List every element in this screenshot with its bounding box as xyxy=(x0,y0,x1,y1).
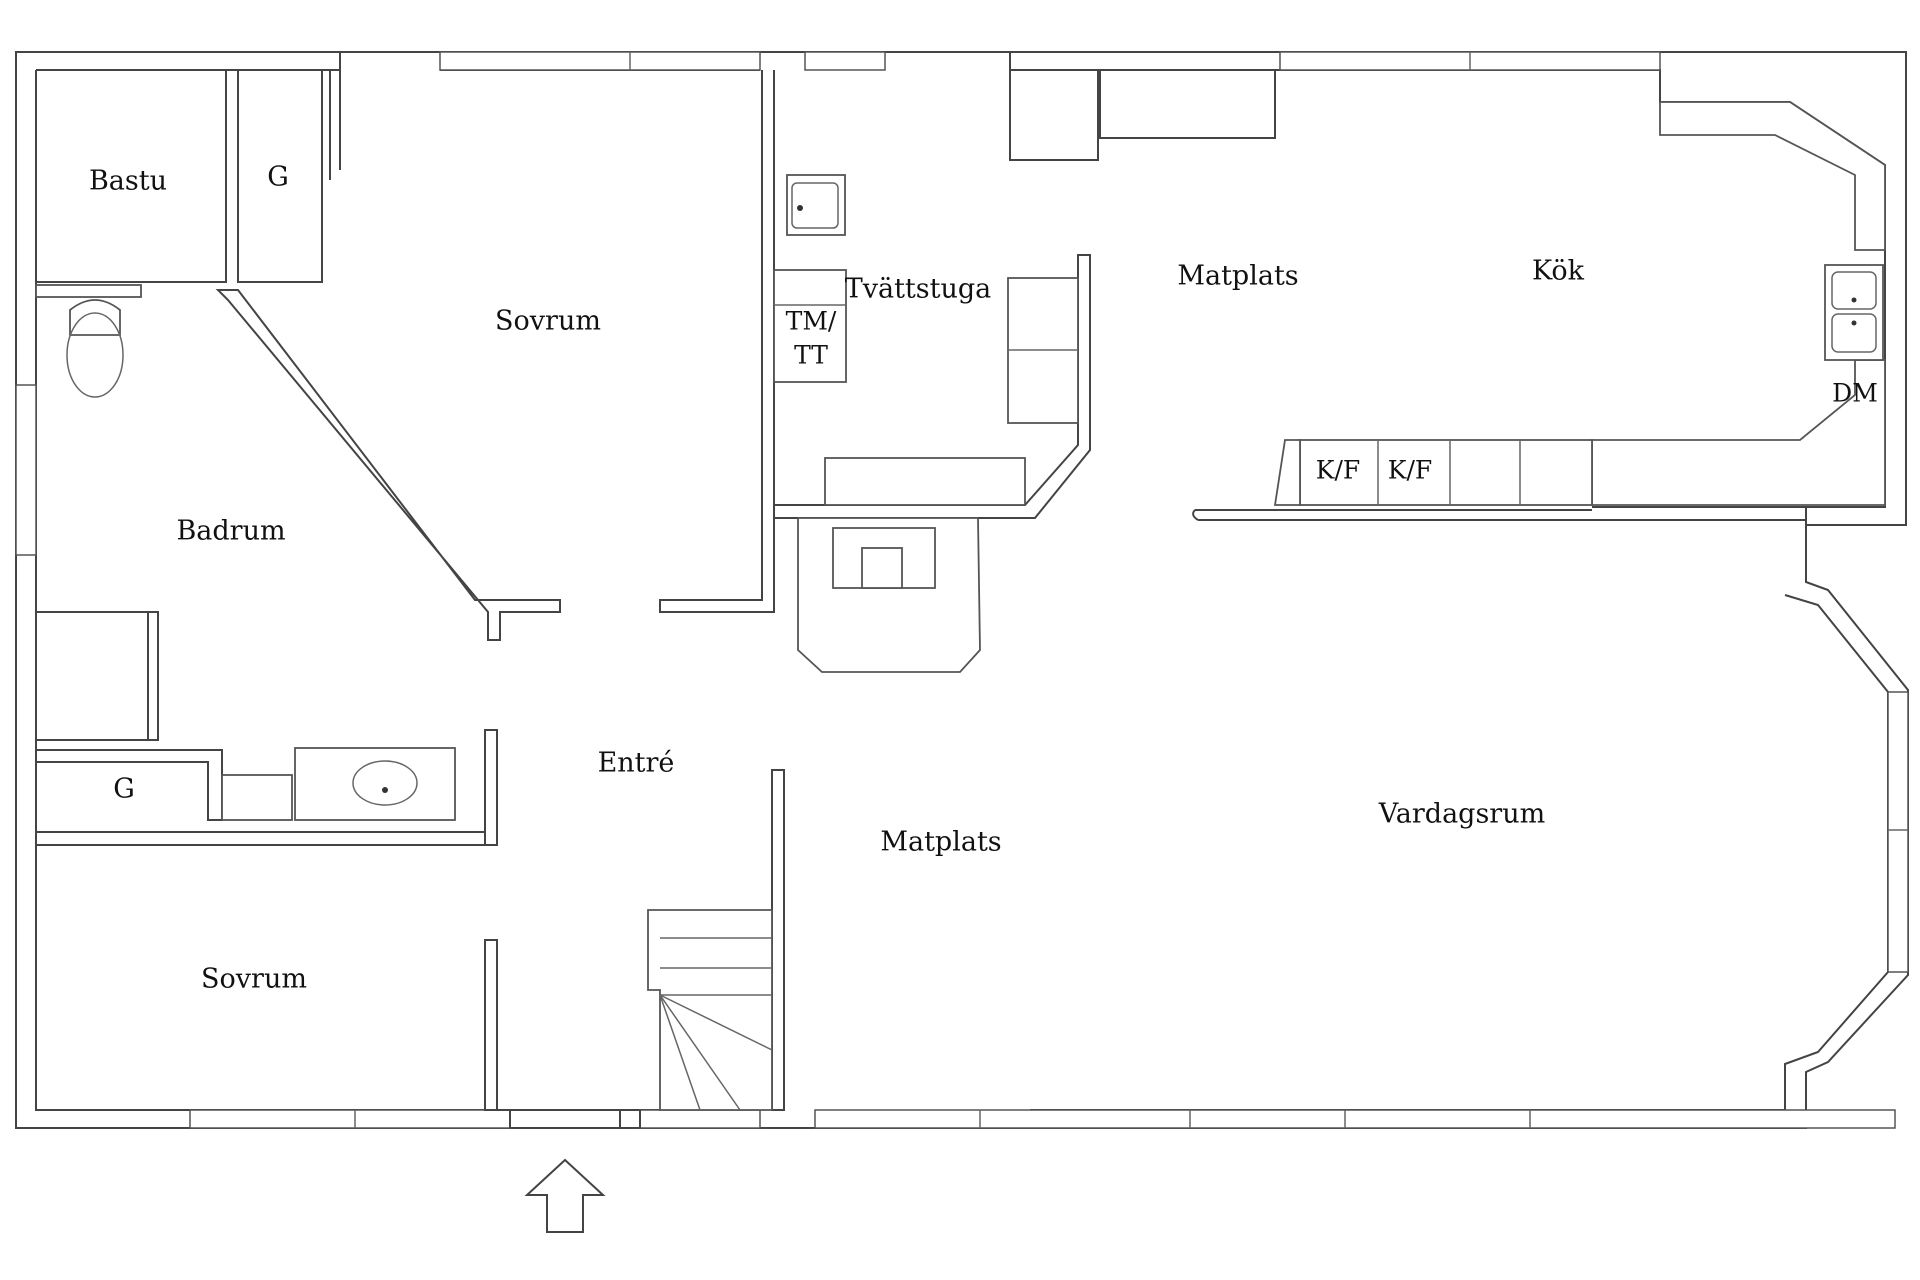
room-label-entre: Entré xyxy=(598,748,675,779)
room-label-sovrum-bottom: Sovrum xyxy=(201,964,307,995)
room-label-tvattstuga: Tvättstuga xyxy=(845,274,992,305)
room-label-matplats-top: Matplats xyxy=(1177,261,1298,292)
room-label-g-top: G xyxy=(267,162,289,193)
entrance-arrow-icon xyxy=(524,1158,606,1233)
appliance-label-dm: DM xyxy=(1832,379,1878,408)
windows xyxy=(15,51,1909,1129)
room-label-vardagsrum: Vardagsrum xyxy=(1378,799,1545,830)
appliance-label-tm: TM/ xyxy=(786,307,837,336)
interior-walls xyxy=(35,52,1886,1128)
room-label-kok: Kök xyxy=(1532,256,1585,287)
appliance-label-kf-1: K/F xyxy=(1316,456,1360,485)
room-label-matplats-bottom: Matplats xyxy=(880,827,1001,858)
room-label-g-bottom: G xyxy=(113,774,135,805)
appliance-label-tt: TT xyxy=(794,341,828,370)
room-label-sovrum-top: Sovrum xyxy=(495,306,601,337)
appliance-labels: TM/ TT DM K/F K/F xyxy=(786,307,1878,485)
room-label-badrum: Badrum xyxy=(176,516,285,547)
room-label-bastu: Bastu xyxy=(89,166,167,197)
room-labels: Bastu G Sovrum Tvättstuga Matplats Kök B… xyxy=(89,162,1585,995)
appliance-label-kf-2: K/F xyxy=(1388,456,1432,485)
